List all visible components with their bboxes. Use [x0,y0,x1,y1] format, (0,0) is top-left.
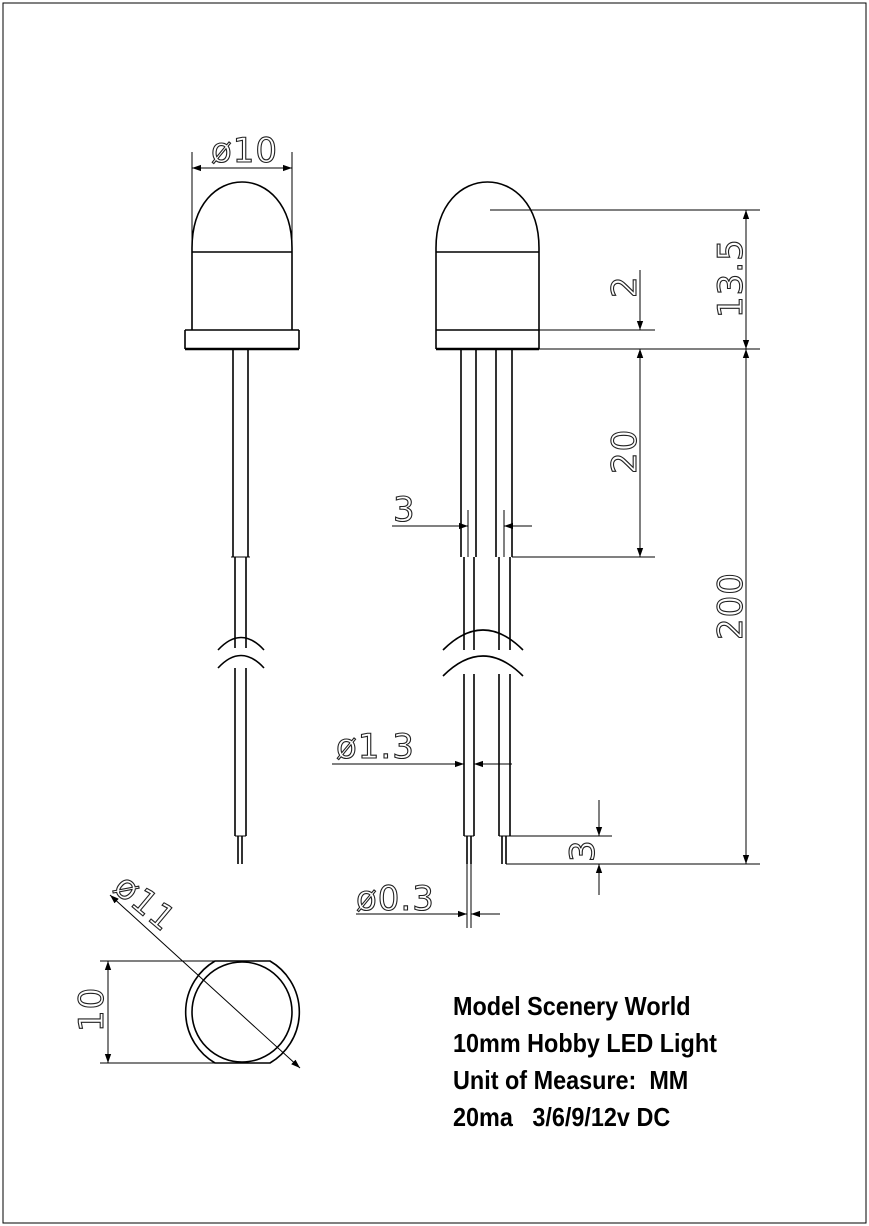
dim-diameter-10: ø10 [211,131,278,171]
dim-lead-top-20: 20 [605,429,645,474]
dim-total-200: 200 [711,572,751,640]
caption-line-3: Unit of Measure: MM [453,1065,689,1095]
caption-line-4: 20ma 3/6/9/12v DC [453,1102,671,1132]
caption-block: Model Scenery World 10mm Hobby LED Light… [453,988,717,1136]
dim-lead-diameter-1-3: ø1.3 [336,727,415,767]
led-side-view-left: ø10 [184,130,300,864]
dim-base-height-10: 10 [72,987,112,1032]
dim-height-13-5: 13.5 [711,238,751,318]
dim-flange-2: 2 [605,275,645,298]
dim-lead-spacing-3: 3 [393,490,416,530]
caption-line-1: Model Scenery World [453,991,691,1021]
dim-base-diameter-11: ø11 [106,866,183,940]
dim-pin-diameter-0-3: ø0.3 [356,879,435,919]
dim-pin-length-3: 3 [563,839,603,862]
led-bottom-view: ø11 10 [71,866,301,1069]
led-front-view-right: 13.5 2 20 3 200 ø1.3 3 ø0.3 [332,181,760,928]
caption-line-2: 10mm Hobby LED Light [453,1028,717,1058]
